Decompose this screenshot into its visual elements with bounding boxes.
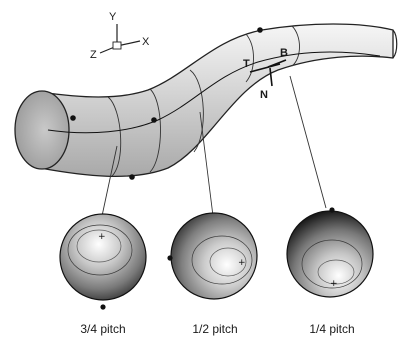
max-marker-icon: + <box>238 258 246 268</box>
y-axis-label: Y <box>109 11 117 23</box>
leader-line-1-4 <box>290 76 326 208</box>
max-marker-icon: + <box>330 279 338 289</box>
normal-label: N <box>260 89 268 101</box>
section-disc-3-4: + <box>60 214 146 310</box>
disc-field <box>60 214 146 300</box>
disc-wall-marker <box>167 255 172 260</box>
section-caption-3-4: 3/4 pitch <box>80 322 125 336</box>
pipe-open-end <box>15 91 69 169</box>
wall-marker <box>129 174 135 180</box>
binormal-label: B <box>280 47 288 59</box>
section-disc-1-2: + <box>167 213 257 299</box>
tangent-label: T <box>243 58 250 70</box>
wall-marker <box>151 117 157 123</box>
wall-marker <box>257 27 263 33</box>
max-marker-icon: + <box>98 232 106 242</box>
z-axis-label: Z <box>90 49 97 61</box>
section-caption-1-4: 1/4 pitch <box>309 322 354 336</box>
disc-wall-marker <box>329 207 334 212</box>
wall-marker <box>70 115 76 121</box>
x-axis-label: X <box>142 36 150 48</box>
disc-wall-marker <box>100 304 105 309</box>
section-caption-1-2: 1/2 pitch <box>192 322 237 336</box>
pipe-body <box>40 24 393 176</box>
section-disc-1-4: + <box>287 207 373 297</box>
axes-triad: Y X Z <box>90 11 150 61</box>
triad-origin-box <box>113 42 121 49</box>
